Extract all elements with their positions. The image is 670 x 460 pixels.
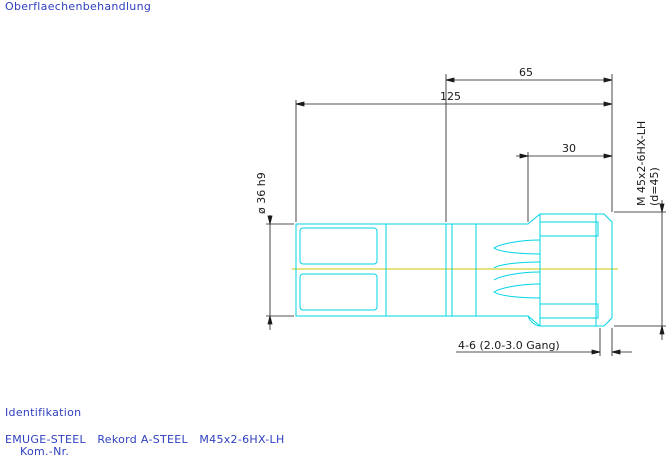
dim-65-label: 65 [519,66,533,79]
dim-125-label: 125 [440,90,461,103]
dim-diameter-label: ø 36 h9 [255,172,268,214]
surface-treatment-label: Oberflaechenbehandlung [5,0,152,13]
thread-d-label: (d=45) [648,167,661,206]
dimension-lines [266,74,666,356]
kom-nr-label: Kom.-Nr. [20,445,70,458]
chamfer-spec-label: 4-6 (2.0-3.0 Gang) [458,339,560,352]
tap-outline [295,213,613,327]
product-line: EMUGE-STEEL Rekord A-STEEL M45x2-6HX-LH [5,433,285,446]
identification-label: Identifikation [5,406,82,419]
dim-30-label: 30 [562,142,576,155]
thread-spec-label: M 45x2-6HX-LH [635,121,648,206]
